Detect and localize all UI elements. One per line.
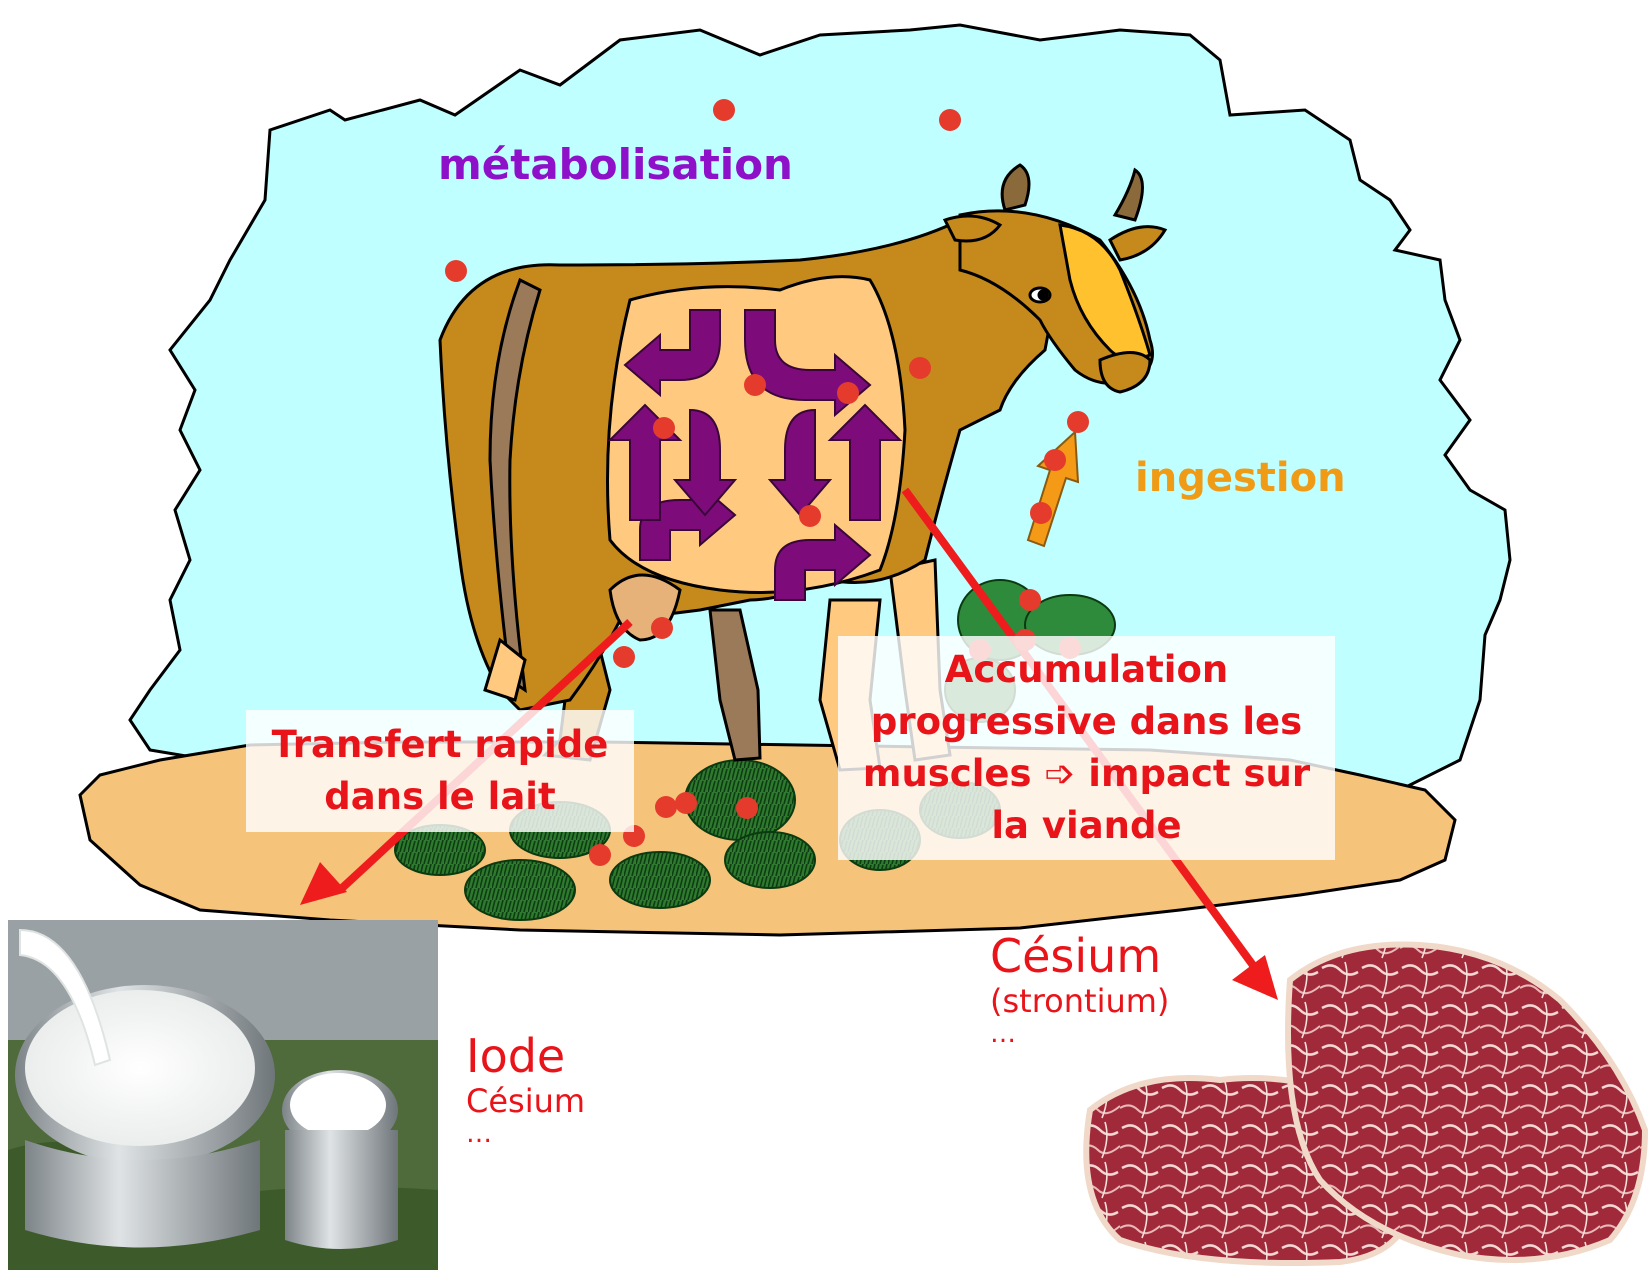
ingestion-label: ingestion — [1135, 455, 1346, 501]
particle — [675, 792, 697, 814]
particle — [799, 505, 821, 527]
meat-photo — [1086, 944, 1645, 1263]
particle — [744, 374, 766, 396]
particle — [1030, 502, 1052, 524]
particle — [445, 260, 467, 282]
particle — [1044, 449, 1066, 471]
particle — [1019, 589, 1041, 611]
particle — [613, 646, 635, 668]
milk-transfer-line: Transfert rapide — [272, 719, 609, 771]
meat-accumulation-line: progressive dans les — [871, 696, 1302, 748]
particle — [713, 99, 735, 121]
meat-accumulation-line: la viande — [991, 800, 1181, 852]
milk-transfer-line: dans le lait — [324, 771, 555, 823]
meat-accumulation-line: muscles ➩ impact sur — [863, 748, 1310, 800]
element-cesium: Césium — [466, 1083, 585, 1120]
particle — [651, 617, 673, 639]
milk-elements-list: Iode Césium … — [466, 1030, 585, 1150]
element-ellipsis: … — [466, 1120, 585, 1150]
meat-elements-list: Césium (strontium) … — [990, 930, 1169, 1050]
particle — [653, 417, 675, 439]
particle — [1067, 411, 1089, 433]
milk-transfer-box: Transfert rapide dans le lait — [246, 710, 634, 832]
element-cesium: Césium — [990, 930, 1169, 983]
particle — [939, 109, 961, 131]
particle — [655, 796, 677, 818]
element-ellipsis: … — [990, 1020, 1169, 1050]
particle — [909, 357, 931, 379]
meat-accumulation-box: Accumulation progressive dans les muscle… — [838, 636, 1335, 860]
meat-accumulation-line: Accumulation — [945, 644, 1229, 696]
particle — [589, 844, 611, 866]
metabolisation-label: métabolisation — [438, 140, 793, 189]
particle — [736, 797, 758, 819]
element-iode: Iode — [466, 1030, 585, 1083]
particle — [837, 382, 859, 404]
element-strontium: (strontium) — [990, 983, 1169, 1020]
milk-photo — [8, 920, 438, 1270]
